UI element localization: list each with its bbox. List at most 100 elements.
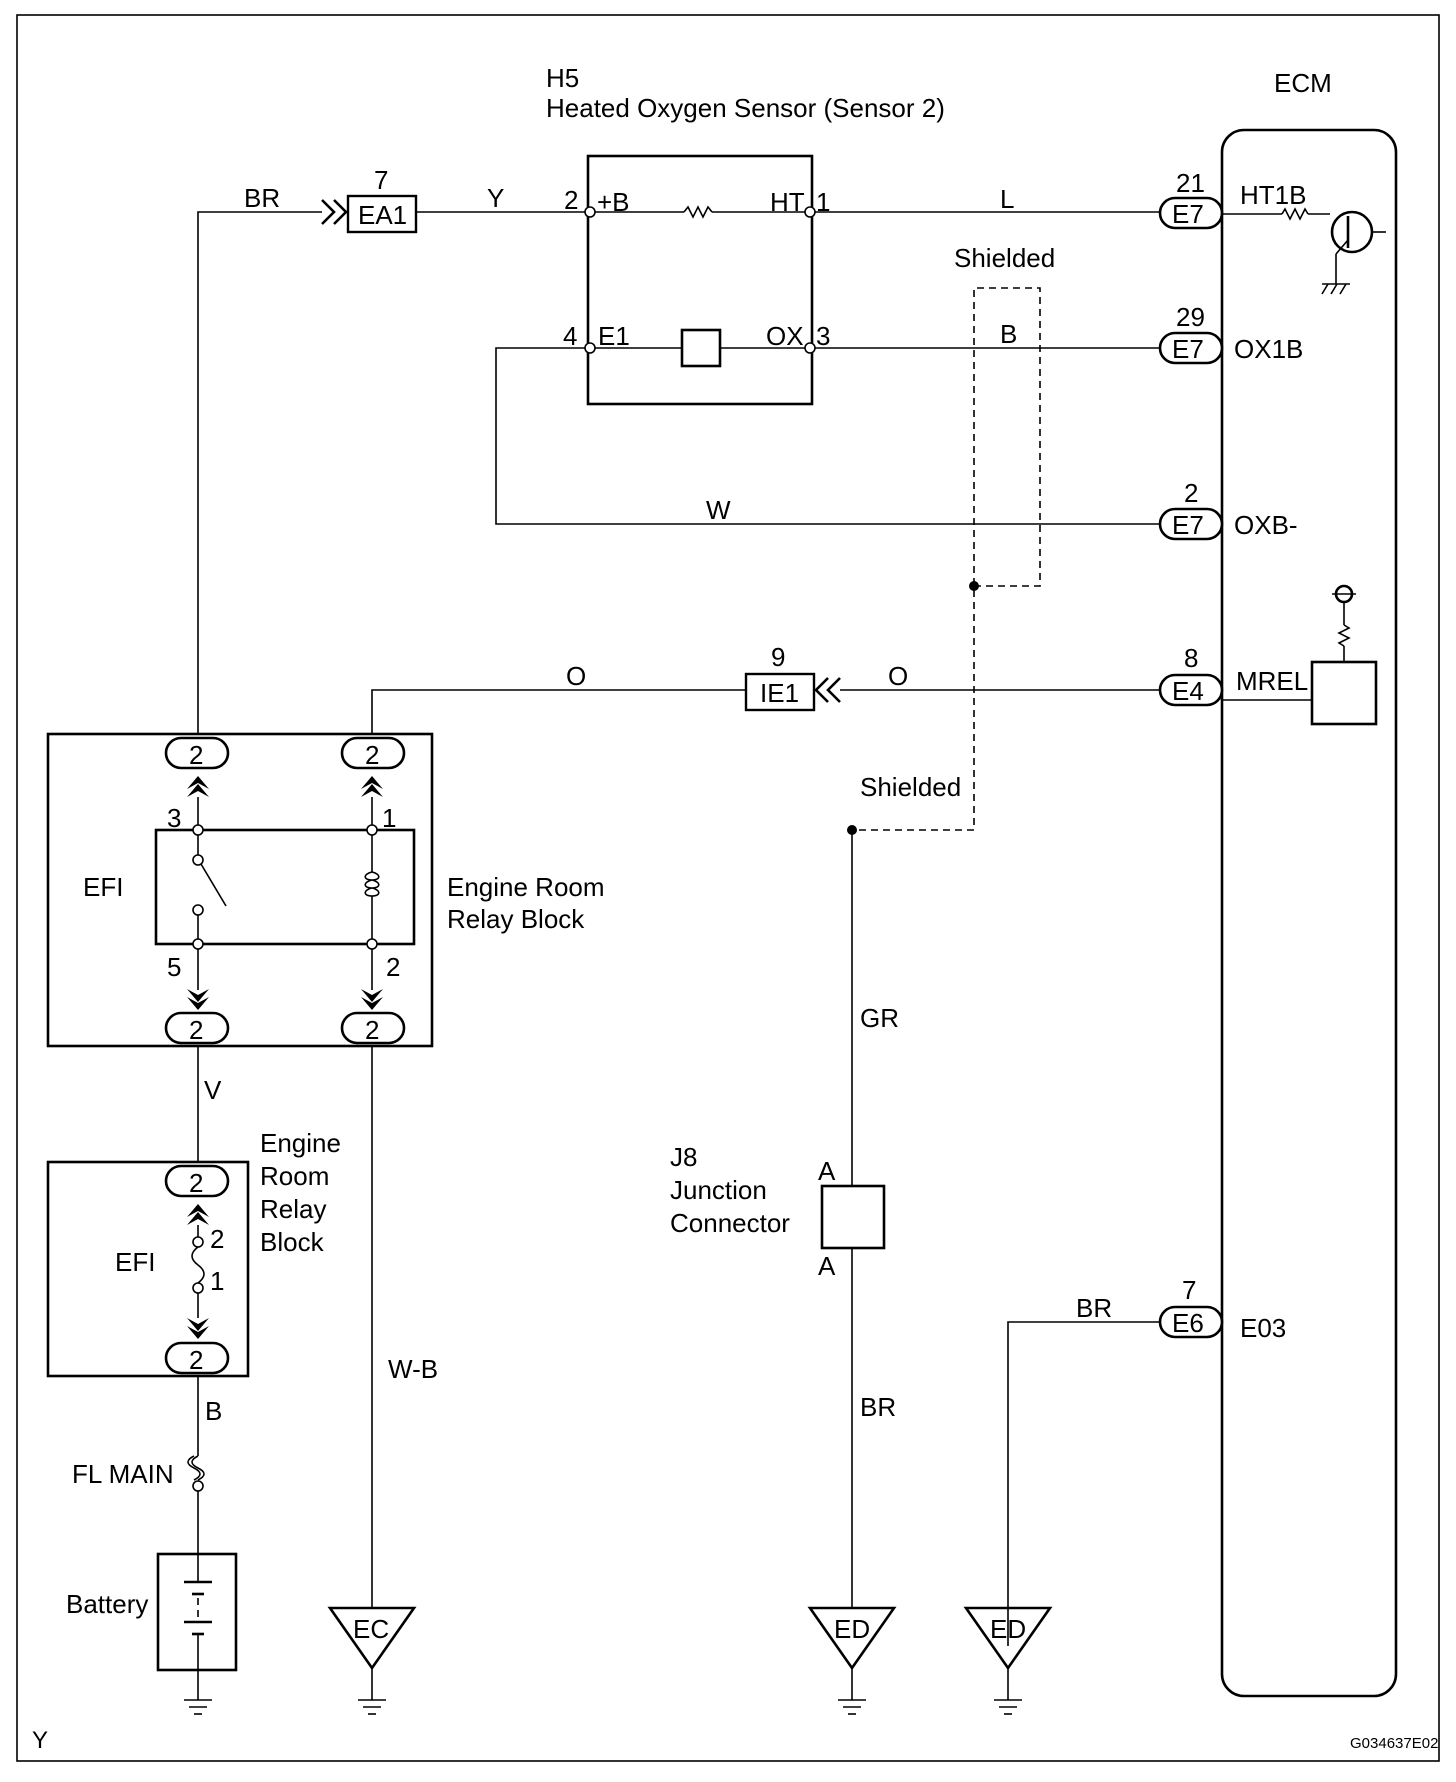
efi-lower-label: EFI <box>115 1247 155 1277</box>
relay-terminal-5 <box>192 938 204 950</box>
ecm-signal-ox1b: OX1B <box>1234 334 1303 364</box>
e4-pin-8: 8 <box>1184 643 1198 673</box>
relay-pin-5: 5 <box>167 952 181 982</box>
ed-ground-icon-2 <box>963 1606 1053 1671</box>
sensor-name: Heated Oxygen Sensor (Sensor 2) <box>546 93 945 123</box>
e6-e03-label: E6 <box>1172 1308 1204 1338</box>
junction-pin-top: A <box>818 1156 836 1186</box>
e7-ht1b-connector <box>1158 196 1224 230</box>
fuse-terminal-top <box>192 1236 204 1248</box>
diagram-frame <box>16 14 1440 1762</box>
shield-label-bottom: Shielded <box>860 772 961 802</box>
sensor-pin-ht: HT <box>770 187 805 217</box>
e7-pin-2: 2 <box>1184 478 1198 508</box>
mrel-pullup-resistor-icon <box>1337 624 1351 647</box>
heater-resistor-icon <box>683 205 713 219</box>
sensor-id: H5 <box>546 63 579 93</box>
shield-label-top: Shielded <box>954 243 1055 273</box>
wire-color-o-right: O <box>888 661 908 691</box>
wire-br-top <box>197 211 322 734</box>
sensor-pin-3: 3 <box>816 321 830 351</box>
connector-arrow-icon <box>321 199 348 225</box>
wire-color-o-left: O <box>566 661 586 691</box>
ecm-signal-oxb: OXB- <box>1234 510 1298 540</box>
sensor-pin-ox: OX <box>766 321 804 351</box>
battery-box <box>156 1552 238 1672</box>
wire-w <box>495 347 1160 525</box>
relay-inner-box <box>154 828 416 946</box>
shield-top <box>973 287 1041 830</box>
ecm-ground-hatch <box>1321 283 1347 295</box>
ecm-signal-mrel: MREL <box>1236 666 1308 696</box>
efi-upper-label: EFI <box>83 872 123 902</box>
ea1-connector <box>346 194 418 234</box>
corner-code: G034637E02 <box>1350 1735 1438 1752</box>
ie1-arrow-icon <box>814 677 841 703</box>
relay-upper-pin-left-bottom-label: 2 <box>189 1015 203 1045</box>
wire-color-wb: W-B <box>388 1354 438 1384</box>
ecm-mrel-driver <box>1310 660 1378 726</box>
ecm-signal-ht1b: HT1B <box>1240 180 1306 210</box>
e7-ox1b-label: E7 <box>1172 334 1204 364</box>
fl-main-label: FL MAIN <box>72 1459 174 1489</box>
e6-e03-connector <box>1158 1305 1224 1339</box>
transistor-emitter <box>1335 239 1349 255</box>
wire-br-e6 <box>1007 1321 1160 1646</box>
relay-upper-pin-right-bottom-label: 2 <box>365 1015 379 1045</box>
ecm-signal-e03: E03 <box>1240 1313 1286 1343</box>
fuse-pin-1: 1 <box>210 1266 224 1296</box>
relay-block-upper-label-1: Engine Room <box>447 872 605 902</box>
sensor-terminal-1 <box>804 206 816 218</box>
sensor-terminal-4 <box>584 342 596 354</box>
relay-upper-pin-right-top <box>340 736 406 770</box>
e6-pin-7: 7 <box>1182 1275 1196 1305</box>
fuse-pin-2: 2 <box>210 1224 224 1254</box>
relay-upper-pin-right-top-label: 2 <box>365 740 379 770</box>
ea1-pin: 7 <box>374 165 388 195</box>
relay-block-upper-box <box>46 732 434 1048</box>
wire-color-w: W <box>706 495 731 525</box>
corner-letter: Y <box>32 1727 48 1754</box>
sensor-terminal-2 <box>584 206 596 218</box>
wire-color-l: L <box>1000 184 1014 214</box>
junction-label-1: Junction <box>670 1175 767 1205</box>
arrow-up-icon-lower <box>187 1204 209 1225</box>
fl-main-terminal <box>192 1480 204 1492</box>
relay-switch-contact-top <box>192 854 204 866</box>
sensor-terminal-3 <box>804 342 816 354</box>
sensor-pin-plus-b: +B <box>597 187 630 217</box>
relay-upper-pin-left-top <box>164 736 230 770</box>
relay-upper-pin-left-top-label: 2 <box>189 740 203 770</box>
shield-top-dot <box>969 581 979 591</box>
wire-color-br-top: BR <box>244 183 280 213</box>
relay-upper-pin-left-bottom <box>164 1011 230 1045</box>
relay-block-lower-label-4: Block <box>260 1227 325 1257</box>
e7-pin-29: 29 <box>1176 302 1205 332</box>
wire-color-y: Y <box>487 183 504 213</box>
ec-ground-icon <box>327 1606 417 1671</box>
ed-ground-label-2: ED <box>990 1614 1026 1644</box>
ecm-label: ECM <box>1274 68 1332 98</box>
sensor-pin-1: 1 <box>816 187 830 217</box>
wire-color-b-bat: B <box>205 1396 222 1426</box>
sensing-element <box>680 328 722 368</box>
relay-lower-pin-bottom-label: 2 <box>189 1345 203 1375</box>
fl-main-fusible-link-icon <box>187 1455 205 1481</box>
wire-color-b-ox: B <box>1000 319 1017 349</box>
arrow-down-icon-left <box>187 989 209 1010</box>
relay-block-lower-label-2: Room <box>260 1161 329 1191</box>
junction-label-2: Connector <box>670 1208 790 1238</box>
relay-block-lower-box <box>46 1160 250 1378</box>
ecm-resistor-icon <box>1281 207 1309 221</box>
relay-block-lower-label-3: Relay <box>260 1194 326 1224</box>
sensor-box <box>586 154 814 406</box>
relay-lower-pin-top <box>164 1164 230 1198</box>
fuse-terminal-bottom <box>192 1282 204 1294</box>
ie1-connector <box>744 672 816 712</box>
ed-ground-label-1: ED <box>834 1614 870 1644</box>
relay-upper-pin-right-bottom <box>340 1011 406 1045</box>
e7-ht1b-label: E7 <box>1172 199 1204 229</box>
e7-oxb-connector <box>1158 507 1224 541</box>
relay-pin-2: 2 <box>386 952 400 982</box>
